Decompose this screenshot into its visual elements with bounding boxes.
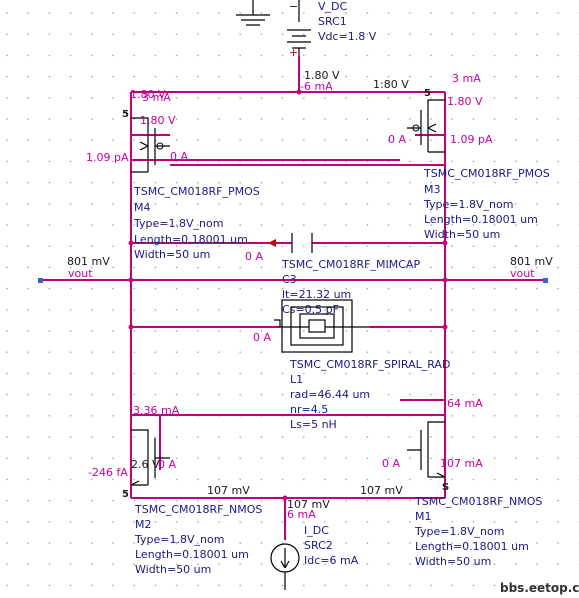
m4-name: M4 [134,201,151,214]
top-rail-i: -6 mA [300,80,333,93]
l1-nr: nr=4.5 [290,403,328,416]
pmos-m4[interactable] [131,117,170,173]
idc-source[interactable] [270,543,300,590]
l1-name: L1 [290,373,303,386]
pmos-m3[interactable] [407,99,445,153]
c3-lt: lt=21.32 um [282,288,351,301]
wire-cross-bot-2[interactable] [159,399,445,470]
m3-width: Width=50 um [424,228,500,241]
spiral-l1[interactable] [274,299,370,353]
l1-i: 0 A [253,331,271,344]
m2-i: 3.36 mA [133,404,180,417]
l1-ls: Ls=5 nH [290,418,337,431]
top-rail-v: 1.80 V [304,69,340,82]
m1-width: Width=50 um [415,555,491,568]
watermark: bbs.eetop.cn [500,581,579,595]
m2-gate-v: 2.6 V [131,458,160,471]
nmos-m2[interactable] [130,429,170,486]
vdc-type: V_DC [318,0,347,13]
m2-type: Type=1.8V_nom [134,533,224,546]
m4-pin: 5 [122,109,129,120]
m4-overlap-v: 1.80 V [130,88,166,101]
vout-left-label[interactable]: vout [68,267,93,280]
m2-name: M2 [135,518,152,531]
top-rail-v-right: 1:80 V [373,78,409,91]
m2-width: Width=50 um [135,563,211,576]
vdc-source[interactable]: − + [236,0,311,59]
m4-model: TSMC_CM018RF_PMOS [133,185,260,198]
m1-gate-i: 0 A [382,457,400,470]
vout-left-port[interactable] [38,278,43,283]
m3-i: 3 mA [452,72,481,85]
vout-right-v: 801 mV [510,255,553,268]
m1-pin: S [442,482,449,493]
m3-gate-i: 0 A [388,133,406,146]
m3-model: TSMC_CM018RF_PMOS [423,167,550,180]
vout-right-port[interactable] [543,278,548,283]
m2-model: TSMC_CM018RF_NMOS [134,503,262,516]
l1-rad: rad=46.44 um [290,388,370,401]
wires [40,56,545,540]
m2-length: Length=0.18001 um [135,548,249,561]
m1-drain-i: 107 mA [440,457,483,470]
m2-fa: -246 fA [88,466,128,479]
m3-pin: 5 [424,88,431,99]
m4-gate-i: 0 A [170,150,188,163]
m3-type: Type=1.8V_nom [423,198,513,211]
bot-i: 6 mA [287,508,316,521]
mimcap-c3[interactable] [268,233,313,253]
c3-cs: Cs=0.5 pF [282,303,339,316]
m2-gate-i: 0 A [158,458,176,471]
vout-right-label[interactable]: vout [510,267,535,280]
m3-source-v: 1.80 V [447,95,483,108]
vdc-minus-sign: − [289,0,298,13]
m4-type: Type=1.8V_nom [133,217,223,230]
m1-type: Type=1.8V_nom [414,525,504,538]
bot-v-center: 107 mV [287,498,330,511]
m4-length: Length=0.18001 um [134,233,248,246]
m4-gate-pa: 1.09 pA [86,151,129,164]
bot-v-right: 107 mV [360,484,403,497]
m4-overlap-i: 3 mA [142,91,171,104]
c3-model: TSMC_CM018RF_MIMCAP [281,258,420,271]
vdc-plus-sign: + [289,46,298,59]
m1-length: Length=0.18001 um [415,540,529,553]
nmos-m1[interactable] [407,421,446,478]
idc-type: I_DC [304,524,329,537]
vdc-param: Vdc=1.8 V [318,30,377,43]
junction-dots [128,89,448,501]
m4-source-v: 1.80 V [140,114,176,127]
vdc-name: SRC1 [318,15,347,28]
m4-width: Width=50 um [134,248,210,261]
m3-gate-pa: 1.09 pA [450,133,493,146]
m1-i: 64 mA [447,397,483,410]
m3-name: M3 [424,183,441,196]
c3-i: 0 A [245,250,263,263]
bot-v-left: 107 mV [207,484,250,497]
c3-name: C3 [282,273,297,286]
idc-param: Idc=6 mA [304,554,359,567]
m1-model: TSMC_CM018RF_NMOS [414,495,542,508]
l1-model: TSMC_CM018RF_SPIRAL_RAD [289,358,450,371]
m1-name: M1 [415,510,432,523]
idc-name: SRC2 [304,539,333,552]
m3-length: Length=0.18001 um [424,213,538,226]
vout-left-v: 801 mV [67,255,110,268]
m2-pin: 5 [122,489,129,500]
